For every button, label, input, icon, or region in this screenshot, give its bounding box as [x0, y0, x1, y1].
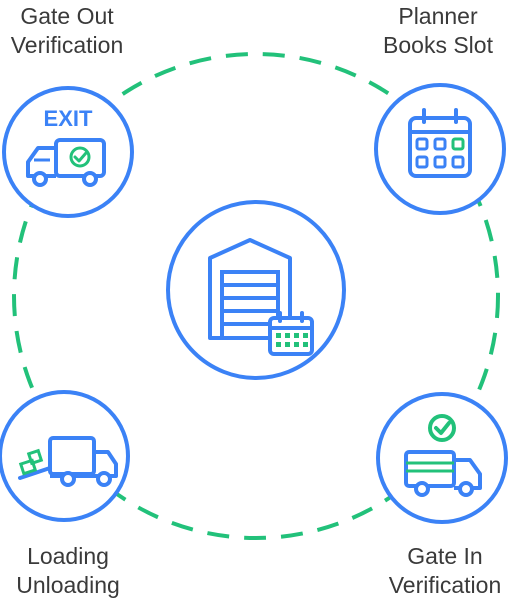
gate-out-label: Gate Out Verification [0, 2, 134, 60]
truck-check-icon [404, 414, 482, 497]
planner-label-line2: Books Slot [383, 32, 493, 58]
gate-in-label: Gate In Verification [378, 542, 512, 600]
warehouse-calendar-icon [208, 238, 314, 356]
gate-out-node: EXIT [2, 86, 134, 218]
gate-out-label-line2: Verification [10, 32, 124, 58]
planner-label-line1: Planner [398, 3, 478, 29]
exit-badge-text: EXIT [44, 106, 93, 131]
cycle-ring [12, 52, 500, 540]
exit-truck-check-icon [26, 138, 106, 187]
planner-label: Planner Books Slot [370, 2, 506, 60]
center-node [166, 200, 346, 380]
calendar-icon [408, 108, 472, 178]
gate-in-node [376, 392, 508, 524]
truck-ramp-icon [18, 436, 118, 487]
loading-node [0, 390, 130, 522]
loading-label-line2: Unloading [16, 572, 120, 598]
loading-label-line1: Loading [27, 543, 109, 569]
gate-in-label-line1: Gate In [407, 543, 483, 569]
loading-label: Loading Unloading [0, 542, 136, 600]
gate-out-label-line1: Gate Out [20, 3, 114, 29]
gate-in-label-line2: Verification [388, 572, 502, 598]
planner-node [374, 83, 506, 215]
